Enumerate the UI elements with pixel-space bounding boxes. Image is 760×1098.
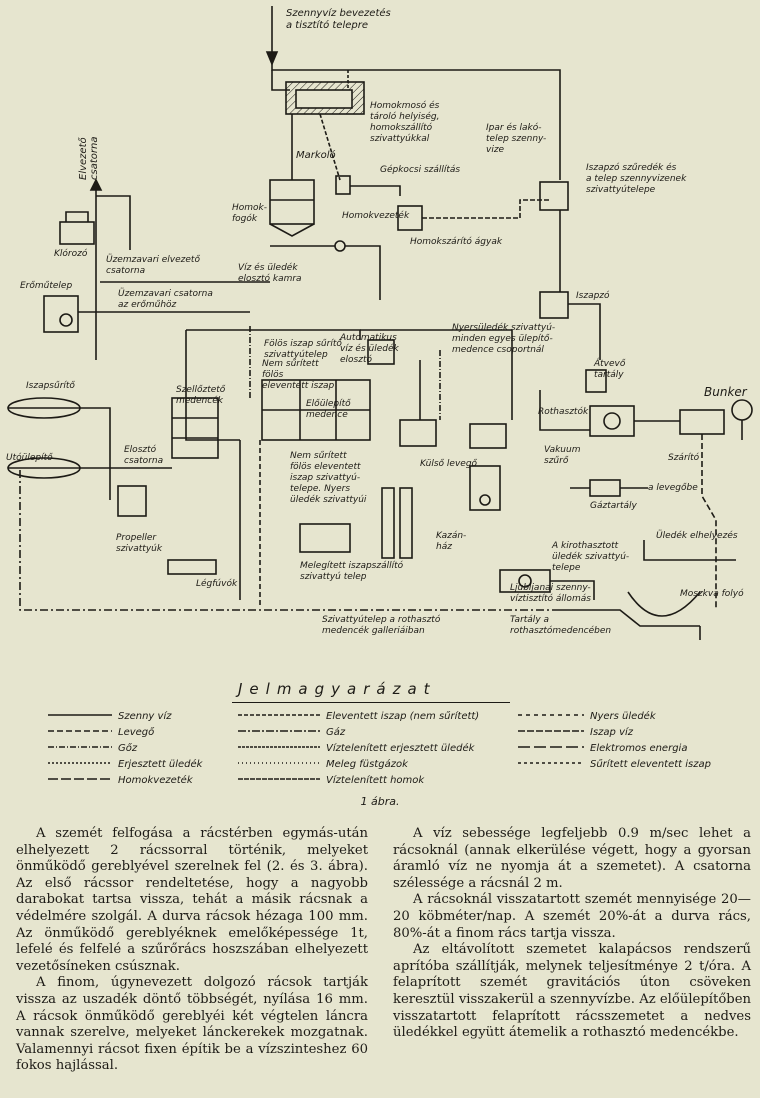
digester-2 xyxy=(469,423,507,449)
paragraph: A rácsoknál visszatartott szemét mennyis… xyxy=(393,892,751,941)
sludge-press-box xyxy=(539,291,569,319)
legend-item-sludge-water: Iszap víz xyxy=(590,726,634,738)
legend-item-flue-gas: Meleg füstgázok xyxy=(326,758,409,770)
label-chlorinator: Klórozó xyxy=(54,248,88,259)
legend-item-air: Levegő xyxy=(118,726,155,738)
label-gas-holder: Gáztartály xyxy=(590,501,638,511)
paragraph: A szemét felfogása a rácstérben egymás-u… xyxy=(16,826,368,974)
digester-1 xyxy=(399,419,437,447)
label-sand-traps: Homok-fogók xyxy=(232,203,267,224)
power-plant xyxy=(43,295,79,333)
legend-item-fermented-sludge: Erjesztett üledék xyxy=(118,758,204,770)
chlorinator xyxy=(59,221,95,245)
receiving-tank xyxy=(585,369,607,393)
label-ljubljana: Ljubljanai szenny-víztisztító állomás xyxy=(510,583,591,604)
sludge-pump-station xyxy=(539,181,569,211)
label-air-blowers: Légfúvók xyxy=(196,578,238,589)
legend-item-raw-sludge: Nyers üledék xyxy=(590,710,657,722)
inlet-label-2: a tisztító telepre xyxy=(286,19,368,31)
label-sand-drying: Homokszárító ágyak xyxy=(410,236,503,247)
propeller-pumps xyxy=(117,485,147,517)
label-after-clarifier: Utóülepítő xyxy=(6,452,53,463)
legend-item-sewage: Szenny víz xyxy=(118,710,172,722)
main-sewage-line xyxy=(271,64,561,180)
label-moscow-river: Moszkva folyó xyxy=(680,588,744,599)
label-industrial-plant: Ipar és lakó-telep szenny-vize xyxy=(486,122,546,155)
legend-item-sand-line: Homokvezeték xyxy=(118,774,194,786)
disposal-line xyxy=(643,540,736,561)
label-drain: Elvezetőcsatorna xyxy=(77,137,100,180)
moscow-river xyxy=(627,591,701,617)
warm-sludge-pumps xyxy=(299,523,351,553)
label-dryer: Szárító xyxy=(668,452,700,463)
legend-item-dewatered-sludge: Víztelenített erjesztett üledék xyxy=(326,742,476,754)
svg-text:Szennyvíz bevezetés a tisz: Szennyvíz bevezetés a tisztító telepre xyxy=(286,7,394,31)
dryer xyxy=(679,409,725,435)
sludge-thickener-unit xyxy=(367,339,395,365)
paragraph: Az eltávolított szemetet kalapácsos rend… xyxy=(393,942,751,1041)
figure-caption: 1 ábra. xyxy=(360,795,400,808)
text-column-left: A szemét felfogása a rácstérben egymás-u… xyxy=(16,826,368,1075)
label-boiler: Kazán-ház xyxy=(436,531,466,552)
aeration-basins xyxy=(171,397,219,459)
legend-item-activated-sludge: Eleventett iszap (nem sűrített) xyxy=(326,710,479,722)
legend-item-gas: Gáz xyxy=(326,726,346,738)
gas-holder xyxy=(589,479,621,497)
distribution-chamber xyxy=(334,240,346,252)
paragraph: A finom, úgynevezett dolgozó rácsok tart… xyxy=(16,975,368,1074)
boiler-house xyxy=(469,465,501,511)
text-column-right: A víz sebessége legfeljebb 0.9 m/sec leh… xyxy=(393,826,751,1042)
label-sludge-press: Iszapzó xyxy=(576,290,610,301)
label-grab: Markoló xyxy=(296,149,336,161)
legend-item-steam: Gőz xyxy=(118,742,138,754)
label-external-air: Külső levegő xyxy=(420,459,478,469)
legend: Szenny víz Levegő Gőz Erjesztett üledék … xyxy=(0,708,760,794)
legend-divider xyxy=(232,702,510,703)
air-blowers xyxy=(167,559,217,575)
label-digesters: Rothasztók xyxy=(538,406,589,417)
label-sludge-thickener: Iszapsűrítő xyxy=(26,381,75,391)
process-diagram: Szennyvíz bevezetés a tisztító telepre H… xyxy=(6,6,753,640)
label-sludge-disposal: Üledék elhelyezés xyxy=(656,530,738,541)
paragraph: A víz sebessége legfeljebb 0.9 m/sec leh… xyxy=(393,826,751,891)
sludge-return-line xyxy=(19,470,560,611)
label-raw-sludge: Nyersüledék szivattyú-minden egyes ülepí… xyxy=(452,322,555,355)
legend-item-dewatered-sand: Víztelenített homok xyxy=(326,774,425,786)
label-power-plant: Erőműtelep xyxy=(20,281,72,291)
label-bunker: Bunker xyxy=(704,385,748,399)
sand-trap-structure xyxy=(269,179,315,225)
legend-title: Jelmagyarázat xyxy=(238,680,437,698)
legend-item-electric: Elektromos energia xyxy=(590,743,687,754)
inlet-label-1: Szennyvíz bevezetés xyxy=(286,7,391,19)
bunker xyxy=(731,399,753,421)
vacuum-filter xyxy=(589,405,635,437)
label-truck-transport: Gépkocsi szállítás xyxy=(380,164,460,175)
label-sand-conveyor: Homokvezeték xyxy=(342,210,410,221)
legend-item-thickened-sludge: Sűrített eleventett iszap xyxy=(590,758,711,770)
label-to-air: a levegőbe xyxy=(648,483,698,493)
